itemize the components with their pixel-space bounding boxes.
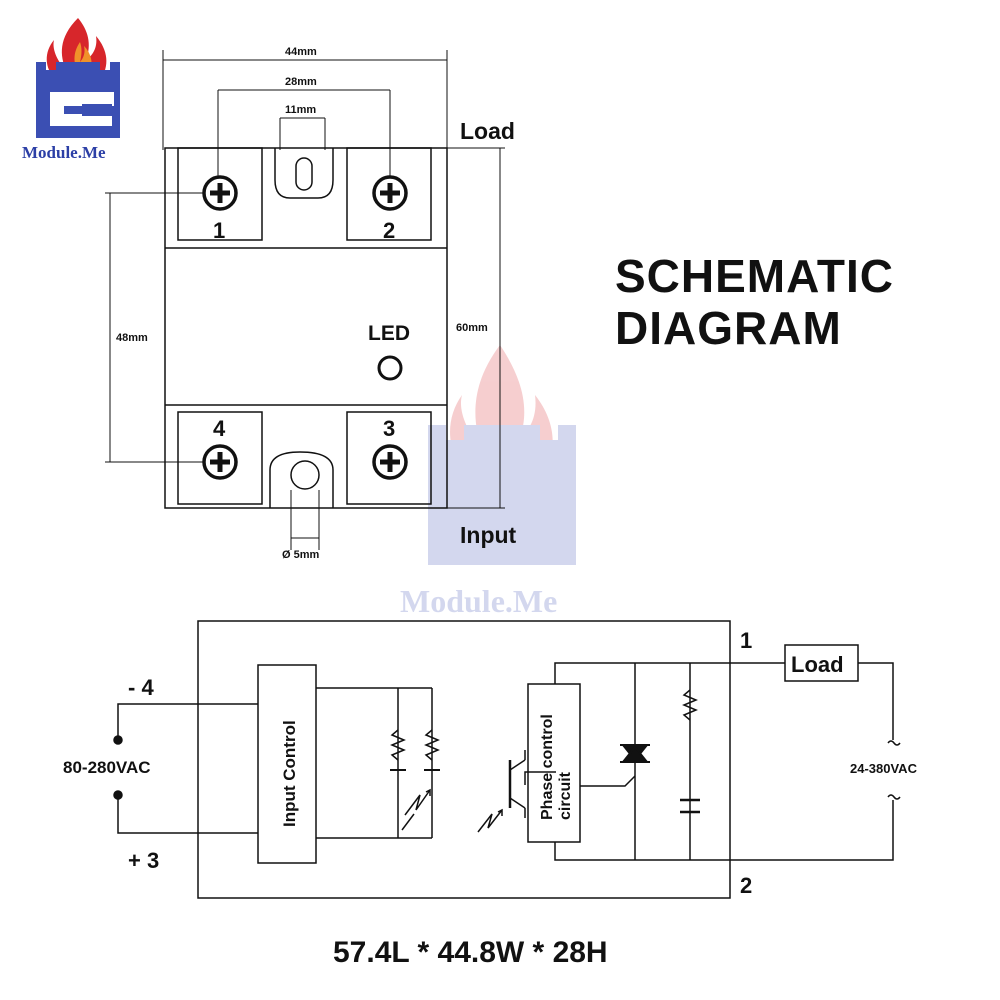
terminal-2-label: 2 [740, 873, 752, 898]
input-minus-label: - 4 [128, 675, 154, 700]
dimension-48mm [105, 192, 205, 463]
terminal-block-1 [177, 147, 263, 241]
relay-body [164, 147, 448, 509]
terminal-label-2: 2 [383, 218, 395, 243]
terminal-block-3 [346, 411, 432, 505]
diagram-title-line-2: DIAGRAM [615, 302, 842, 354]
terminal-block-2 [346, 147, 432, 241]
terminal-label-3: 3 [383, 416, 395, 441]
input-terminal-dot [113, 735, 123, 745]
screw-icon [372, 444, 408, 480]
relay-outline: 44mm 28mm 11mm [105, 46, 505, 561]
input-wire-bottom [117, 798, 258, 834]
screw-icon [372, 175, 408, 211]
load-label: Load [460, 118, 515, 144]
phase-control-label-1: Phase control [539, 714, 556, 820]
ac-source-icon [887, 740, 901, 800]
circuit-schematic [113, 620, 901, 899]
dimension-48mm-label: 48mm [116, 332, 148, 344]
dimension-60mm-label: 60mm [456, 322, 488, 334]
input-wire-top [117, 703, 258, 738]
dimension-60mm [447, 147, 505, 509]
dimension-hole-label: Ø 5mm [282, 549, 320, 561]
terminal-label-1: 1 [213, 218, 225, 243]
terminal-label-4: 4 [213, 416, 226, 441]
relay-housing [197, 620, 731, 899]
input-label: Input [460, 522, 517, 548]
watermark-text: Module.Me [400, 583, 557, 619]
castle-g-icon [36, 62, 120, 138]
resistor-icon [390, 729, 406, 761]
watermark: Module.Me [400, 345, 576, 619]
dimension-hole [290, 490, 320, 550]
snubber-resistor-icon [682, 689, 698, 721]
light-emission-arrow-icon [401, 788, 431, 831]
input-control-block [257, 664, 317, 864]
top-mounting-slot [274, 148, 334, 199]
triac-icon [620, 744, 650, 763]
dimension-28mm [217, 89, 391, 178]
dimension-11mm [279, 117, 326, 150]
logo-text: Module.Me [22, 143, 106, 162]
input-terminal-dot [113, 790, 123, 800]
input-control-label: Input Control [280, 720, 299, 827]
dimension-11mm-label: 11mm [285, 104, 316, 116]
phase-control-block [527, 683, 581, 843]
terminal-block-4 [177, 411, 263, 505]
input-voltage-label: 80-280VAC [63, 758, 151, 777]
size-specification: 57.4L * 44.8W * 28H [333, 936, 608, 969]
input-plus-label: + 3 [128, 848, 159, 873]
load-voltage-label: 24-380VAC [850, 761, 918, 776]
diagram-title-line-1: SCHEMATIC [615, 250, 894, 302]
resistor-icon [424, 729, 440, 761]
terminal-1-label: 1 [740, 628, 752, 653]
dimension-28mm-label: 28mm [285, 76, 317, 88]
phase-control-label-2: circuit [557, 771, 574, 820]
screw-icon [202, 175, 238, 211]
screw-icon [202, 444, 238, 480]
led-indicator [377, 355, 403, 381]
led-label: LED [368, 322, 410, 345]
load-box-label: Load [791, 652, 844, 677]
watermark-flame-icon [450, 345, 553, 480]
module-me-logo: Module.Me [22, 18, 120, 162]
bottom-mounting-slot [269, 451, 334, 508]
dimension-44mm [162, 50, 448, 150]
watermark-castle-icon [428, 425, 576, 565]
snubber-capacitor-icon [680, 798, 700, 814]
dimension-44mm-label: 44mm [285, 46, 317, 58]
phototransistor-icon [477, 750, 556, 833]
